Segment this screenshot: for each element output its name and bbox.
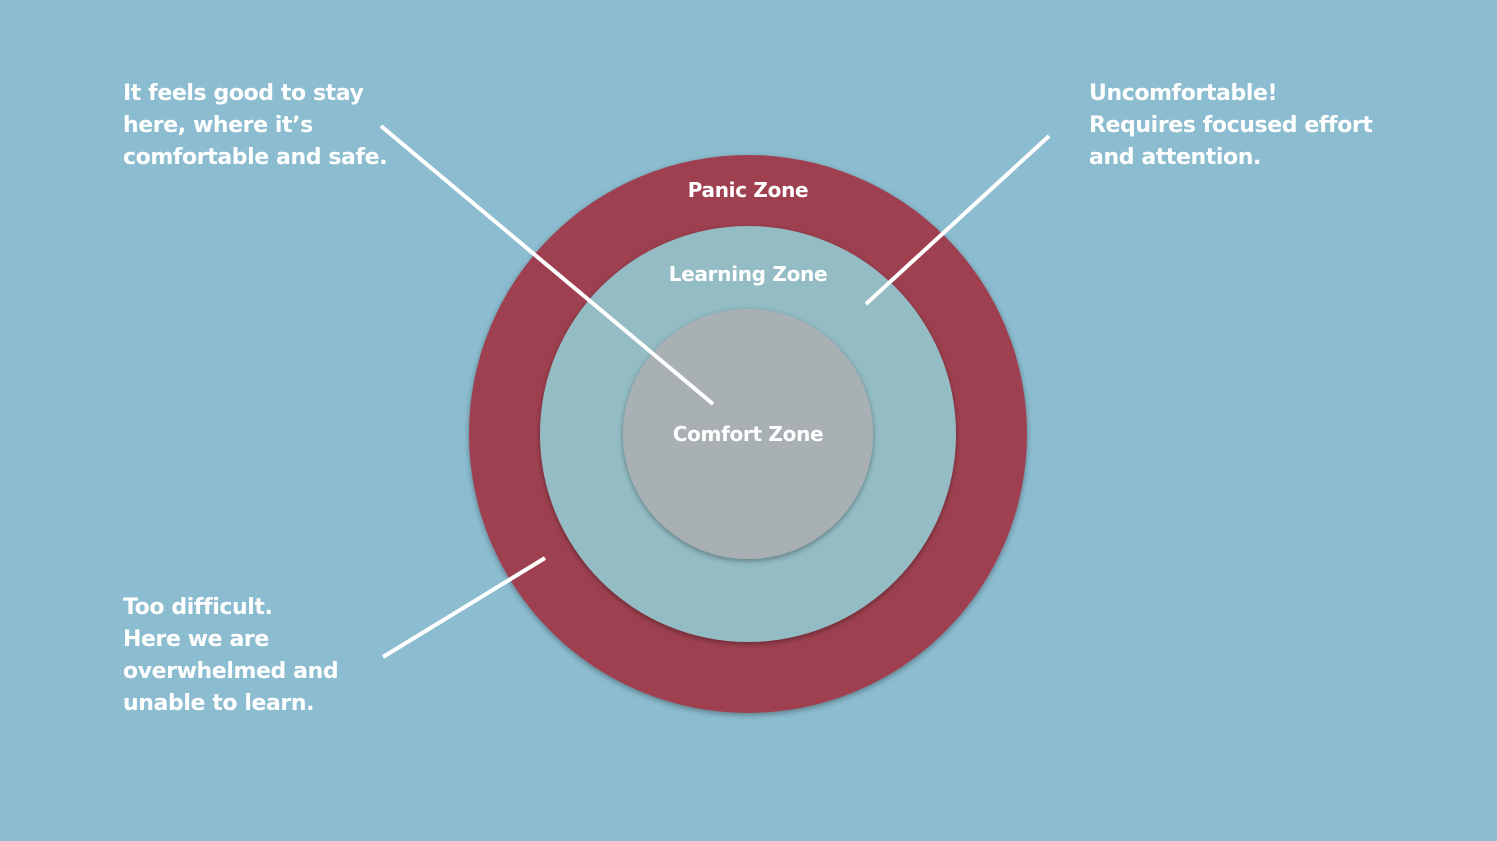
- learning-note-line: Uncomfortable!: [1089, 81, 1278, 106]
- learning-zone-label: Learning Zone: [668, 262, 828, 286]
- comfort-zone-label: Comfort Zone: [672, 422, 824, 446]
- panic-pointer-line: [381, 556, 547, 659]
- comfort-zone-note: It feels good to stay here, where it’s c…: [123, 78, 388, 174]
- learning-note-line: Requires focused effort: [1089, 113, 1373, 138]
- comfort-pointer-line: [379, 124, 715, 406]
- comfort-note-line: It feels good to stay: [123, 81, 364, 106]
- comfort-note-line: here, where it’s: [123, 113, 313, 138]
- panic-zone-label: Panic Zone: [687, 178, 809, 202]
- panic-note-line: overwhelmed and: [123, 659, 339, 684]
- learning-pointer-line: [864, 134, 1051, 306]
- panic-note-line: Too difficult.: [123, 595, 273, 620]
- panic-note-line: unable to learn.: [123, 691, 315, 716]
- panic-zone-note: Too difficult. Here we are overwhelmed a…: [123, 592, 339, 720]
- panic-note-line: Here we are: [123, 627, 269, 652]
- learning-note-line: and attention.: [1089, 145, 1261, 170]
- comfort-note-line: comfortable and safe.: [123, 145, 388, 170]
- comfort-zone-circle: [623, 309, 873, 559]
- learning-zone-note: Uncomfortable! Requires focused effort a…: [1089, 78, 1373, 174]
